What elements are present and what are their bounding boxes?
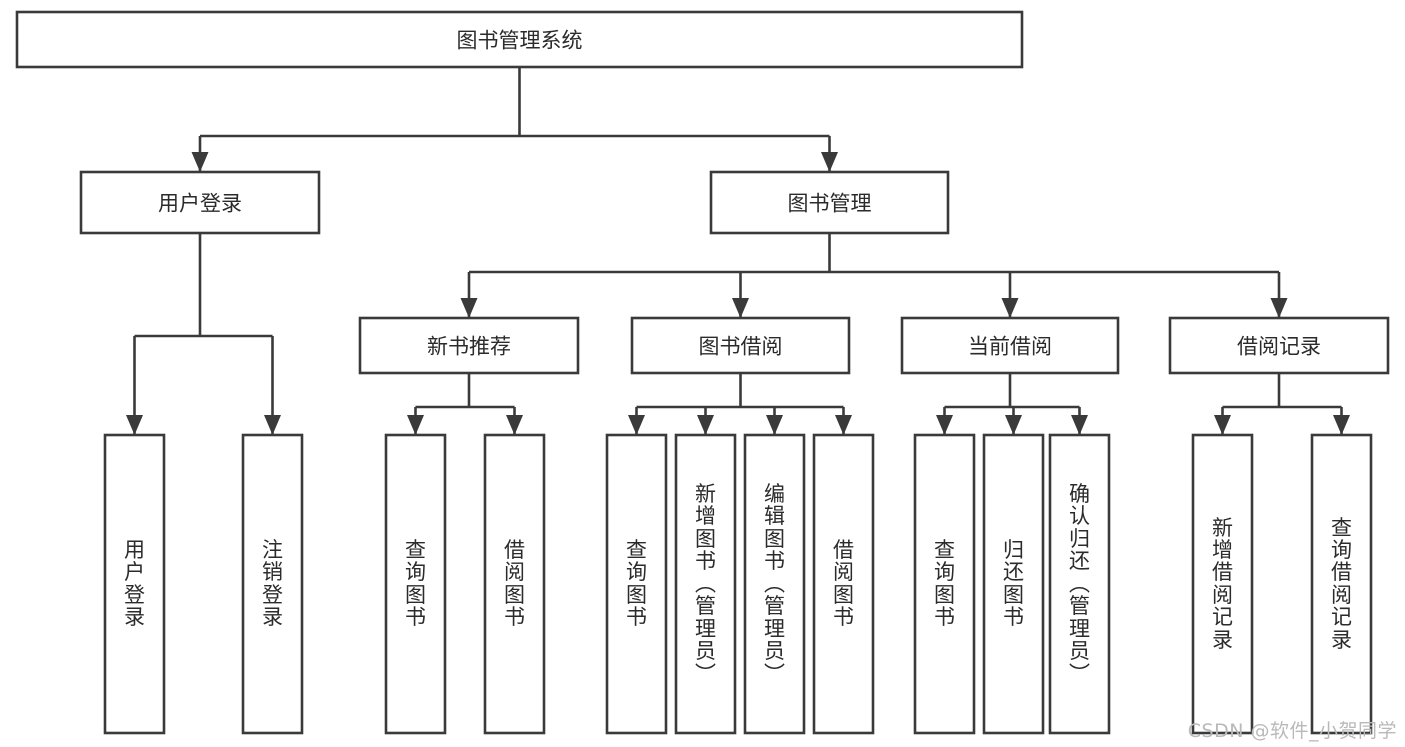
arrow-head-icon: [697, 415, 714, 435]
node-box-current-borrow[interactable]: [900, 316, 1120, 375]
arrow-head-icon: [835, 415, 852, 435]
node-box-leaf-query-book-1[interactable]: [384, 433, 447, 735]
arrow-head-icon: [1333, 415, 1350, 435]
arrow-head-icon: [126, 415, 143, 435]
node-box-root[interactable]: [15, 10, 1024, 69]
arrow-head-icon: [264, 415, 281, 435]
node-box-borrow-record[interactable]: [1168, 316, 1390, 375]
arrow-head-icon: [1005, 415, 1022, 435]
node-box-leaf-add-record[interactable]: [1191, 433, 1254, 735]
arrow-head-icon: [1001, 298, 1019, 318]
watermark: CSDN @软件_小贺同学: [1187, 720, 1397, 742]
node-box-leaf-add-book[interactable]: [674, 433, 737, 735]
node-label-book-borrow: 图书借阅: [699, 335, 783, 359]
arrow-head-icon: [1214, 415, 1231, 435]
node-box-leaf-query-book-3[interactable]: [913, 433, 976, 735]
node-label-new-book-rec: 新书推荐: [427, 335, 511, 359]
boxes-layer: [15, 10, 1390, 735]
node-box-leaf-query-book-2[interactable]: [605, 433, 668, 735]
node-label-borrow-record: 借阅记录: [1237, 335, 1321, 359]
node-box-leaf-edit-book[interactable]: [743, 433, 806, 735]
node-box-leaf-confirm-return[interactable]: [1048, 433, 1111, 735]
arrow-head-icon: [936, 415, 953, 435]
node-label-user-login: 用户登录: [158, 192, 242, 216]
node-box-book-admin[interactable]: [709, 170, 950, 235]
arrow-head-icon: [628, 415, 645, 435]
arrow-head-icon: [766, 415, 783, 435]
arrow-head-icon: [191, 152, 209, 172]
node-box-user-login[interactable]: [79, 170, 321, 235]
node-box-leaf-query-record[interactable]: [1310, 433, 1373, 735]
arrow-head-icon: [821, 152, 838, 172]
node-box-leaf-borrow-book-2[interactable]: [812, 433, 875, 735]
arrow-head-icon: [506, 415, 523, 435]
node-label-current-borrow: 当前借阅: [968, 335, 1052, 359]
node-label-root: 图书管理系统: [457, 29, 583, 53]
node-label-book-admin: 图书管理: [788, 192, 872, 216]
node-box-leaf-borrow-book-1[interactable]: [483, 433, 546, 735]
node-box-book-borrow[interactable]: [630, 316, 851, 375]
connectors-layer: [126, 67, 1350, 435]
arrow-head-icon: [460, 298, 478, 318]
arrow-head-icon: [407, 415, 424, 435]
node-box-leaf-logout[interactable]: [241, 433, 304, 735]
arrow-head-icon: [732, 298, 749, 318]
arrow-head-icon: [1270, 298, 1288, 318]
node-box-new-book-rec[interactable]: [358, 316, 580, 375]
arrow-head-icon: [1071, 415, 1088, 435]
node-box-leaf-user-login[interactable]: [103, 433, 166, 735]
node-box-leaf-return-book[interactable]: [982, 433, 1045, 735]
